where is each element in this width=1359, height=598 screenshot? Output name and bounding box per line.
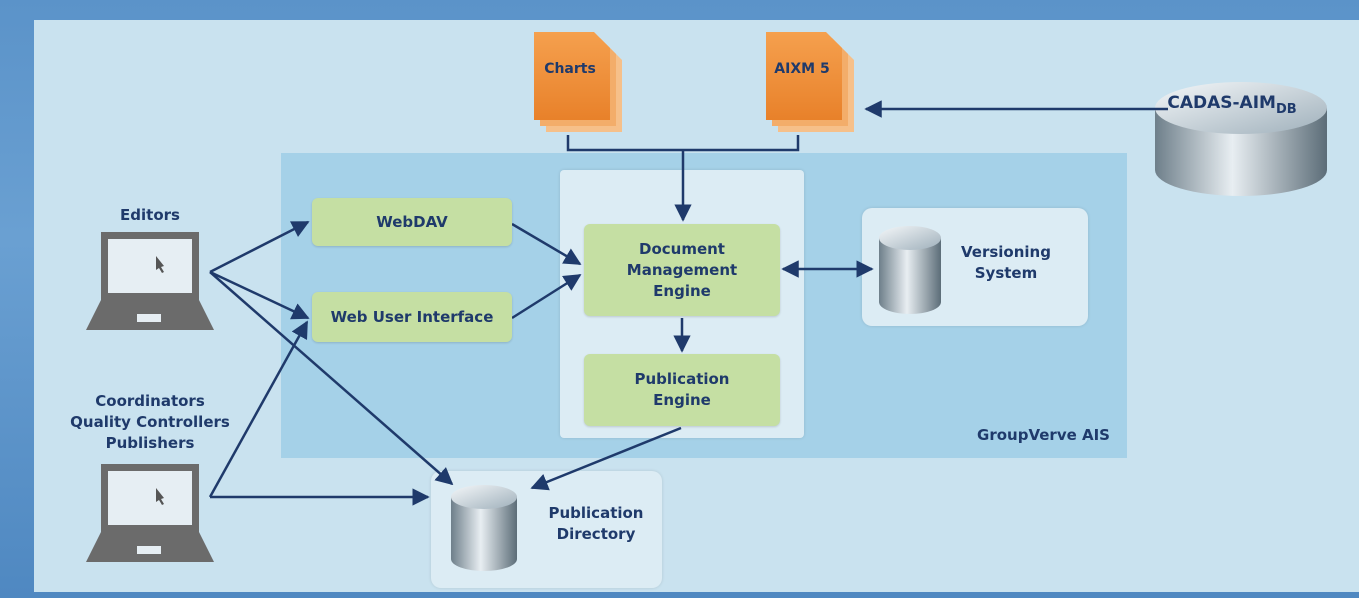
coordinators-line-1: Coordinators — [95, 392, 205, 410]
editors-label: Editors — [120, 206, 180, 224]
publication-directory-line-1: Publication — [548, 504, 644, 522]
versioning-line-2: System — [974, 264, 1038, 282]
cadas-aim-database-icon: CADAS-AIMDB — [1155, 82, 1327, 196]
publication-engine-line-1: Publication — [634, 370, 730, 388]
webdav-label: WebDAV — [376, 212, 448, 231]
document-management-engine-box: Document Management Engine — [584, 224, 780, 316]
publication-directory-label: Publication Directory — [536, 503, 656, 545]
aixm-document-icon: AIXM 5 — [766, 32, 854, 132]
publication-directory-database-icon — [451, 485, 517, 571]
coordinators-label: Coordinators Quality Controllers Publish… — [60, 391, 240, 454]
publication-directory-line-2: Directory — [556, 525, 636, 543]
webdav-box: WebDAV — [312, 198, 512, 246]
groupverve-ais-label: GroupVerve AIS — [977, 426, 1110, 444]
coordinators-laptop-icon — [86, 464, 214, 562]
publication-engine-line-2: Engine — [653, 391, 711, 409]
cadas-aim-label: CADAS-AIM — [1167, 93, 1276, 113]
web-user-interface-label: Web User Interface — [330, 307, 494, 326]
dme-line-3: Engine — [653, 281, 711, 300]
charts-document-icon: Charts — [534, 32, 622, 132]
coordinators-line-3: Publishers — [105, 434, 195, 452]
cadas-db-subscript: DB — [1276, 102, 1297, 117]
dme-line-2: Management — [626, 260, 738, 279]
charts-label: Charts — [544, 61, 596, 77]
dme-line-1: Document — [639, 239, 725, 258]
svg-text:CADAS-AIMDB: CADAS-AIMDB — [1167, 93, 1296, 117]
versioning-line-1: Versioning — [961, 243, 1051, 261]
coordinators-line-2: Quality Controllers — [70, 413, 230, 431]
versioning-system-label: Versioning System — [951, 242, 1061, 284]
aixm-label: AIXM 5 — [774, 61, 829, 77]
editors-laptop-icon — [86, 232, 214, 330]
publication-engine-box: Publication Engine — [584, 354, 780, 426]
versioning-database-icon — [879, 226, 941, 314]
web-user-interface-box: Web User Interface — [312, 292, 512, 342]
